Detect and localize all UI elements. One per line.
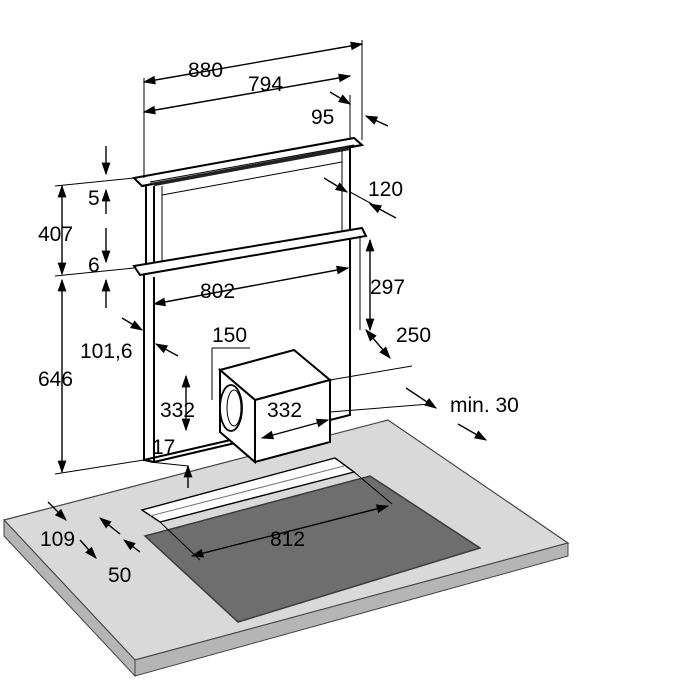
dim-332-height: 332 — [160, 399, 195, 422]
dim-880: 880 — [188, 59, 223, 82]
downdraft-unit — [131, 136, 368, 465]
round-outlet — [219, 384, 243, 432]
dim-5: 5 — [88, 187, 100, 210]
dim-812: 812 — [270, 528, 305, 551]
dim-332-width: 332 — [267, 399, 302, 422]
dim-407: 407 — [38, 223, 73, 246]
dim-95: 95 — [311, 106, 334, 129]
top-grille — [150, 147, 350, 186]
dim-297: 297 — [370, 276, 405, 299]
dimension-labels: 880 794 95 120 5 407 6 802 297 250 150 1… — [38, 59, 519, 587]
dim-101-6: 101,6 — [80, 340, 133, 363]
dim-794: 794 — [248, 73, 283, 96]
dim-250: 250 — [396, 324, 431, 347]
dim-120: 120 — [368, 178, 403, 201]
dim-150: 150 — [212, 324, 247, 347]
dim-17: 17 — [152, 436, 175, 459]
dim-109: 109 — [40, 528, 75, 551]
dim-6: 6 — [88, 254, 100, 277]
middle-frame — [132, 226, 368, 277]
dim-50: 50 — [108, 564, 131, 587]
dim-646: 646 — [38, 368, 73, 391]
dim-min-30: min. 30 — [450, 394, 519, 417]
countertop-left-edge — [3, 518, 136, 678]
dim-802: 802 — [200, 280, 235, 303]
dimension-lines — [47, 40, 488, 561]
